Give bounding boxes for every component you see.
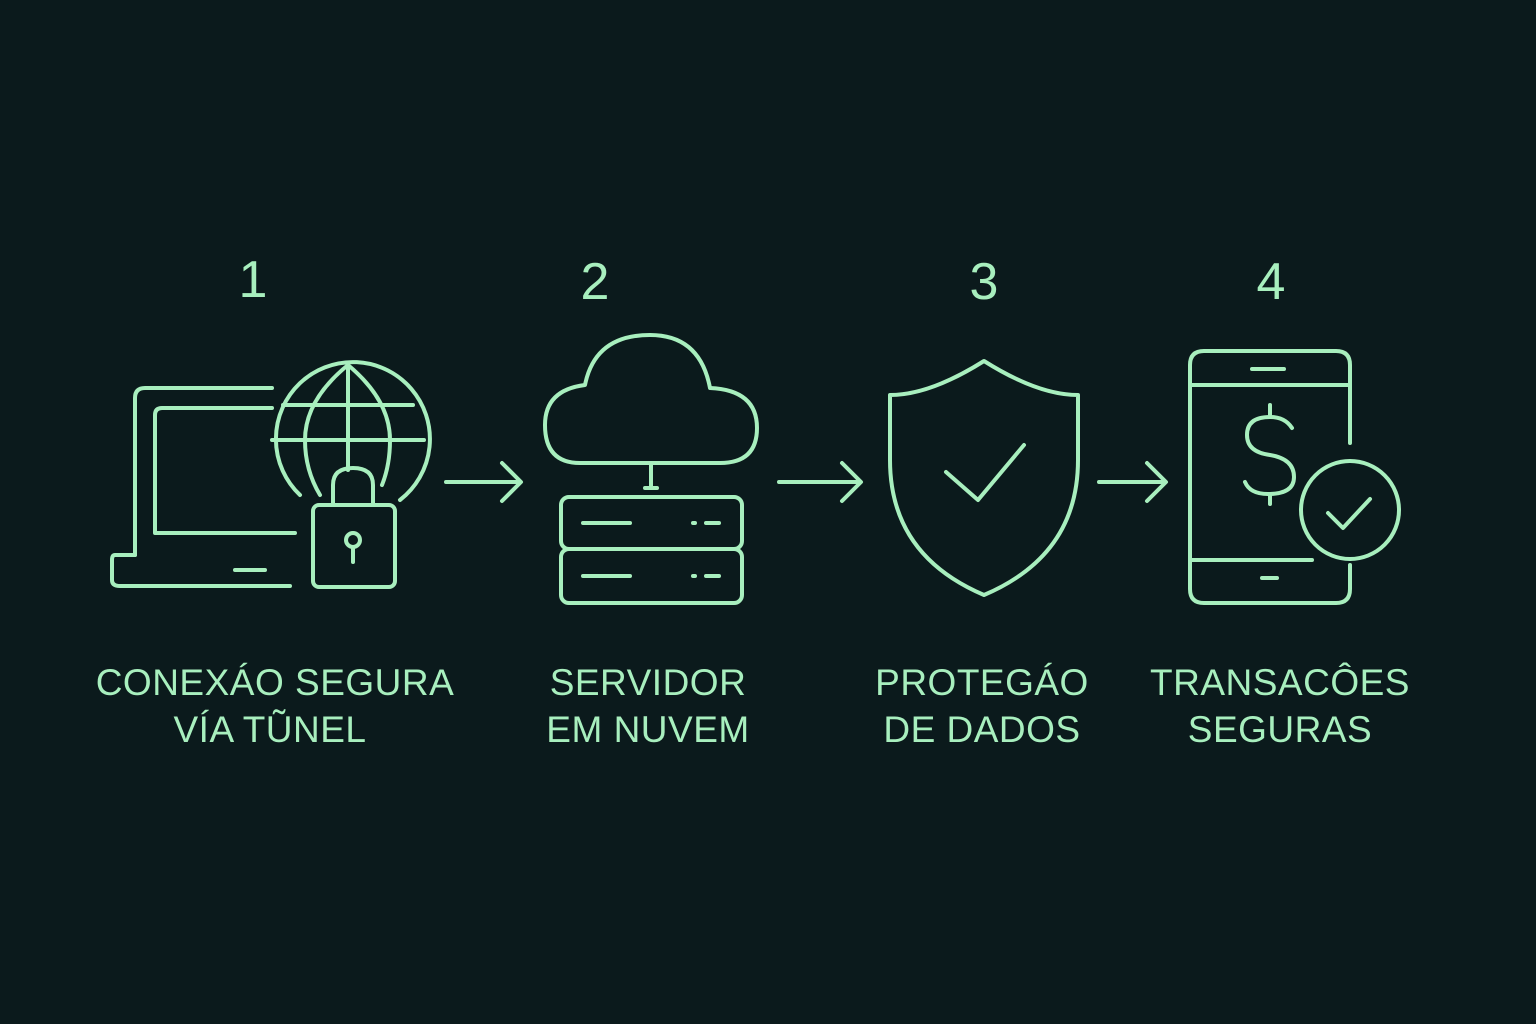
step-1-label-line1: CONEXÁO SEGURA (95, 662, 455, 703)
step-4-number: 4 (1256, 253, 1286, 311)
step-2-label-line2: EM NUVEM (546, 709, 750, 750)
step-4-label-line2: SEGURAS (1187, 709, 1373, 750)
step-3-label-line1: PROTEGÁO (875, 662, 1089, 703)
arrow-right-icon (777, 461, 863, 503)
arrow-right-icon (1097, 461, 1168, 503)
server-connector (643, 461, 659, 490)
step-1-number: 1 (238, 251, 268, 309)
step-2-label-line1: SERVIDOR (549, 662, 747, 703)
laptop-icon (110, 386, 297, 588)
server-icon (559, 495, 744, 605)
step-3-label: PROTEGÁO DE DADOS (772, 659, 1192, 753)
step-3-number: 3 (969, 253, 999, 311)
arrow-right-icon (444, 461, 523, 503)
shield-check-icon (888, 359, 1080, 597)
smartphone-icon (1188, 349, 1352, 605)
dollar-icon (1243, 403, 1296, 506)
step-3-label-line2: DE DADOS (883, 709, 1081, 750)
step-1-label: CONEXÁO SEGURA VÍA TŨNEL (65, 659, 485, 753)
step-2-label: SERVIDOR EM NUVEM (438, 659, 858, 753)
cloud-icon (543, 333, 759, 465)
step-2-number: 2 (580, 253, 610, 311)
step-4-label-line1: TRANSACÔES (1150, 662, 1410, 703)
globe-icon (270, 360, 432, 502)
step-1-label-line2: VÍA TŨNEL (173, 709, 367, 750)
check-circle-icon (1299, 459, 1401, 561)
padlock-icon (311, 466, 397, 589)
step-4-label: TRANSACÔES SEGURAS (1070, 659, 1490, 753)
